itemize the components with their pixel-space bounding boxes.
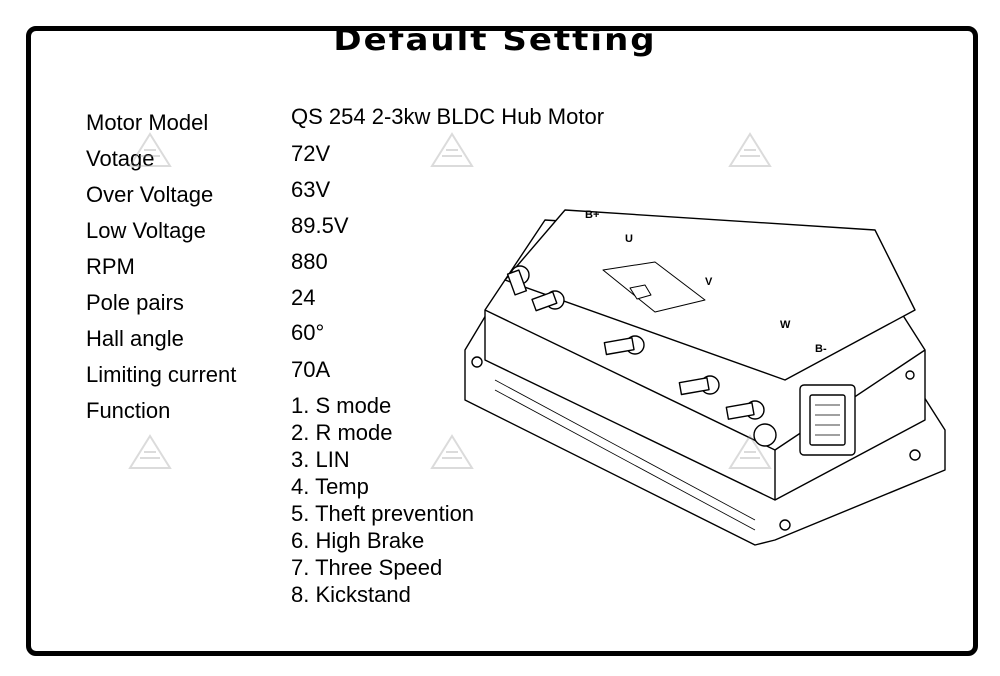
watermark-logo: [728, 434, 772, 469]
spec-label-motor-model: Motor Model: [86, 110, 209, 135]
spec-label-hall-angle: Hall angle: [86, 326, 184, 351]
spec-label-voltage: Votage: [86, 146, 155, 171]
watermark-logo: [128, 132, 172, 167]
function-label: Function: [86, 398, 171, 423]
function-item: 2. R mode: [291, 420, 393, 445]
spec-label-limiting-current: Limiting current: [86, 362, 237, 387]
function-item: 1. S mode: [291, 393, 392, 418]
spec-label-over-voltage: Over Voltage: [86, 182, 214, 207]
spec-label-pole-pairs: Pole pairs: [86, 290, 184, 315]
watermark-logo: [128, 434, 172, 469]
spec-value-voltage: 72V: [291, 141, 331, 166]
spec-value-low-voltage: 89.5V: [291, 213, 349, 238]
spec-value-hall-angle: 60°: [291, 320, 325, 345]
spec-value-over-voltage: 63V: [291, 177, 331, 202]
terminal-b-minus-label: B-: [815, 343, 827, 355]
spec-label-rpm: RPM: [86, 254, 135, 279]
function-item: 5. Theft prevention: [291, 501, 475, 526]
watermark-logo: [430, 434, 474, 469]
function-item: 4. Temp: [291, 474, 369, 499]
function-item: 3. LIN: [291, 447, 350, 472]
spec-value-motor-model: QS 254 2-3kw BLDC Hub Motor: [291, 104, 605, 129]
terminal-b-plus-label: B+: [585, 209, 599, 221]
spec-value-pole-pairs: 24: [291, 285, 316, 310]
spec-value-limiting-current: 70A: [291, 357, 331, 382]
function-item: 8. Kickstand: [291, 582, 411, 607]
spec-label-low-voltage: Low Voltage: [86, 218, 206, 243]
watermark-logo: [728, 132, 772, 167]
function-item: 6. High Brake: [291, 528, 425, 553]
terminal-w-label: W: [780, 319, 791, 331]
function-item: 7. Three Speed: [291, 555, 443, 580]
spec-value-rpm: 880: [291, 249, 328, 274]
motor-controller-illustration: B+ U V W B-: [464, 209, 946, 546]
terminal-u-label: U: [625, 233, 633, 245]
terminal-v-label: V: [705, 276, 713, 288]
watermark-logo: [430, 132, 474, 167]
page-title: Default Setting: [333, 22, 657, 58]
